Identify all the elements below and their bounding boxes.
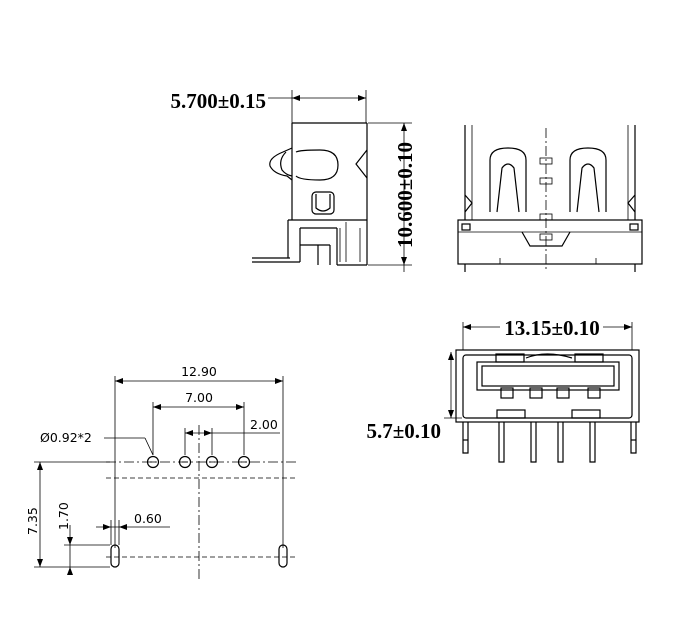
pcb-vertical-span-label: 7.35 <box>25 507 40 535</box>
pcb-pin-pitch-label: 2.00 <box>250 417 278 432</box>
mounting-slot <box>278 544 288 568</box>
end-view: 13.15±0.10 5.7±0 <box>366 316 640 463</box>
side-body <box>252 122 368 266</box>
end-width-label: 13.15±0.10 <box>504 316 600 340</box>
pcb-hole-offset-dimension: 1.70 <box>56 502 110 575</box>
pcb-pin-holes <box>146 455 251 469</box>
pcb-hole-offset-label: 1.70 <box>56 502 71 530</box>
pcb-slot-width-label: 0.60 <box>134 511 162 526</box>
front-view <box>457 125 643 272</box>
side-height-label: 10.600±0.10 <box>393 142 417 248</box>
mounting-slot <box>110 544 120 568</box>
end-width-dimension: 13.15±0.10 <box>462 316 633 350</box>
side-view: 5.700±0.15 <box>170 89 417 272</box>
pcb-hole-callout-label: Ø0.92*2 <box>40 430 92 445</box>
pcb-inner-pitch-label: 7.00 <box>185 390 213 405</box>
pcb-pin-pitch-dimension: 2.00 <box>184 417 280 455</box>
pcb-hole-callout: Ø0.92*2 <box>40 430 154 456</box>
pcb-layout-view: 12.90 7.00 2.00 Ø0.92*2 <box>25 364 296 582</box>
pcb-inner-pitch-dimension: 7.00 <box>152 390 245 455</box>
pin-hole <box>237 455 251 469</box>
side-height-dimension: 10.600±0.10 <box>368 122 417 272</box>
pcb-mounting-slots <box>110 544 288 568</box>
end-height-label: 5.7±0.10 <box>366 419 441 443</box>
pin-hole <box>205 455 219 469</box>
end-height-dimension: 5.7±0.10 <box>366 352 462 443</box>
pcb-overall-width-label: 12.90 <box>181 364 217 379</box>
side-width-dimension: 5.700±0.15 <box>170 89 367 123</box>
side-width-label: 5.700±0.15 <box>170 89 266 113</box>
pin-hole <box>178 455 192 469</box>
pin-hole <box>146 455 160 469</box>
pcb-vertical-span-dimension: 7.35 <box>25 461 110 568</box>
pcb-slot-width-dimension: 0.60 <box>96 511 170 545</box>
